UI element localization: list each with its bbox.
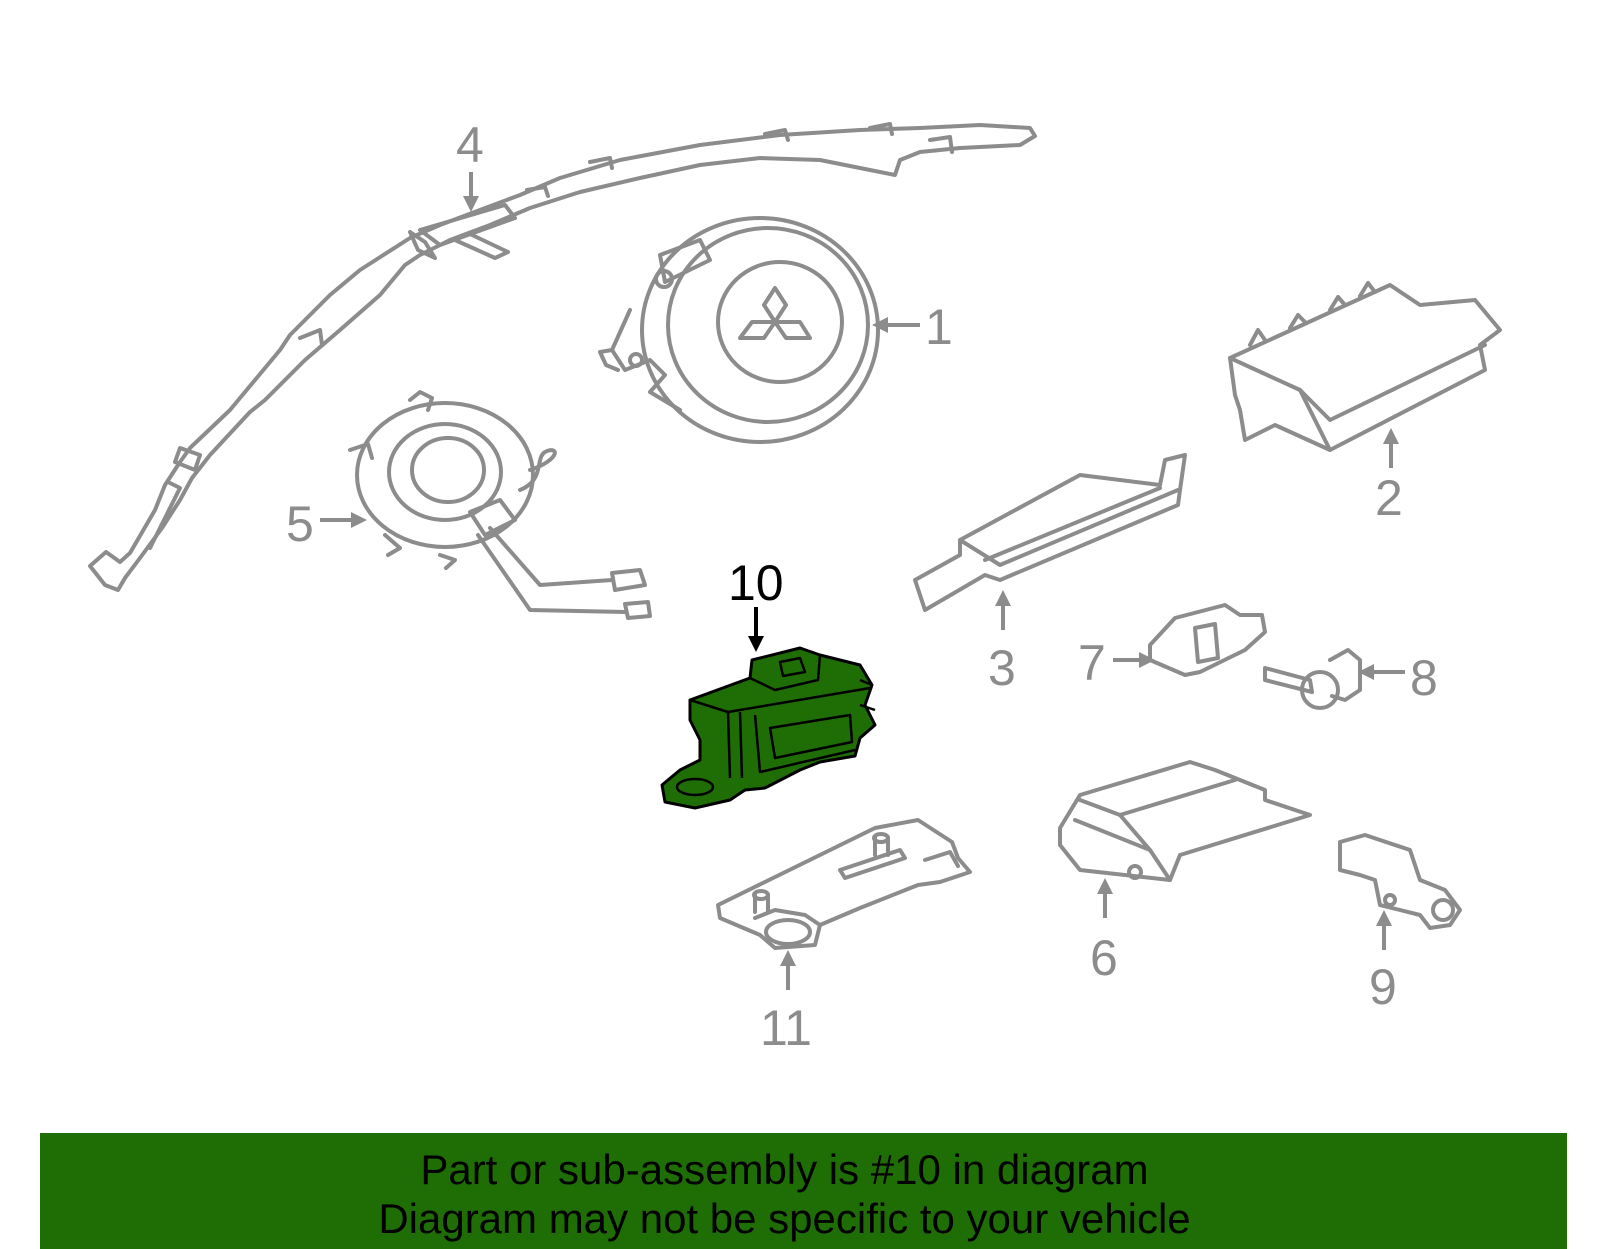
- part-8-bolt: [1263, 648, 1362, 710]
- callout-6: 6: [1090, 878, 1118, 986]
- part-5-clock-spring: [348, 390, 652, 620]
- callout-10: 10: [728, 555, 784, 652]
- callout-2: 2: [1375, 428, 1403, 526]
- callout-7: 7: [1078, 635, 1155, 691]
- callout-3-number: 3: [988, 640, 1016, 696]
- info-banner: Part or sub-assembly is #10 in diagram D…: [40, 1133, 1567, 1249]
- part-6-srs-module: [1058, 760, 1312, 882]
- callout-1-number: 1: [925, 299, 953, 355]
- callout-5: 5: [286, 496, 367, 552]
- callout-1: 1: [872, 299, 953, 355]
- callout-4-number: 4: [456, 117, 484, 173]
- callout-5-number: 5: [286, 496, 314, 552]
- callout-6-number: 6: [1090, 930, 1118, 986]
- callout-9-number: 9: [1369, 959, 1397, 1015]
- callout-2-number: 2: [1375, 470, 1403, 526]
- callout-9: 9: [1369, 910, 1397, 1015]
- callout-10-number: 10: [728, 555, 784, 611]
- parts-diagram: 1 2 3 4 5 6 7 8 9: [88, 117, 1502, 1056]
- callout-11-number: 11: [760, 1000, 812, 1056]
- banner-line-part: Part or sub-assembly is #10 in diagram: [420, 1146, 1149, 1193]
- part-2-passenger-airbag: [1228, 281, 1502, 452]
- part-7-sensor: [1148, 603, 1267, 677]
- banner-line-disclaimer: Diagram may not be specific to your vehi…: [378, 1195, 1191, 1242]
- callout-4: 4: [456, 117, 484, 212]
- callout-11: 11: [760, 950, 812, 1056]
- part-4-curtain-airbag: [88, 122, 1037, 592]
- callout-7-number: 7: [1078, 635, 1106, 691]
- part-11-bracket: [716, 818, 972, 950]
- part-9-impact-sensor: [1338, 833, 1462, 930]
- part-10-sensor-module: [660, 646, 877, 810]
- callout-3: 3: [988, 590, 1016, 696]
- part-1-driver-airbag: [598, 216, 880, 444]
- part-3-knee-airbag: [913, 453, 1187, 612]
- callout-8-number: 8: [1410, 650, 1438, 706]
- callout-8: 8: [1358, 650, 1438, 706]
